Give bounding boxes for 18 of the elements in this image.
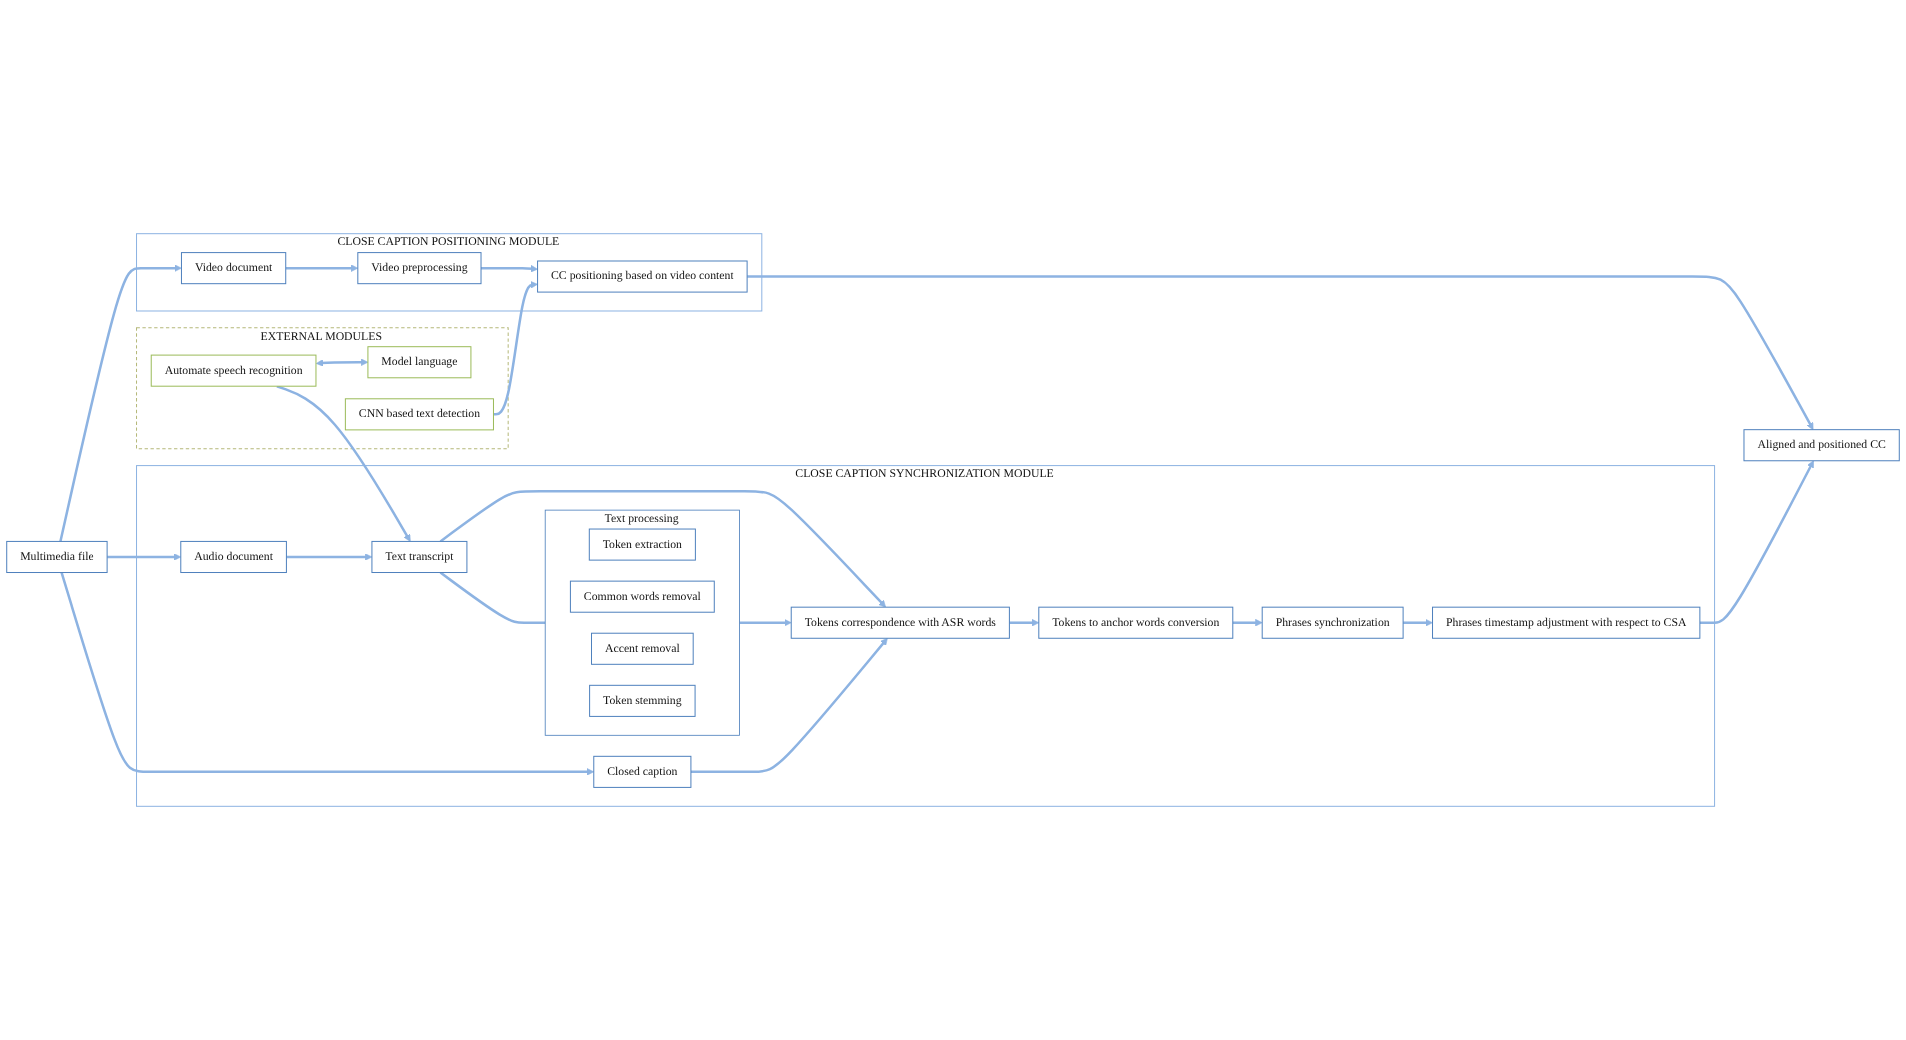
- arrow: [1009, 619, 1040, 627]
- arrow: [747, 275, 1814, 430]
- arrow: [1403, 619, 1433, 627]
- arrow: [1232, 619, 1263, 627]
- arrow: [481, 265, 538, 273]
- arrow: [276, 385, 411, 542]
- arrow: [285, 264, 359, 272]
- arrow: [439, 489, 886, 608]
- arrow: [286, 553, 373, 561]
- arrow: [60, 572, 595, 776]
- arrow: [690, 637, 888, 774]
- arrow: [315, 358, 369, 367]
- arrow: [59, 264, 182, 542]
- arrow: [1699, 460, 1814, 624]
- arrow: [739, 619, 792, 627]
- arrow: [493, 281, 538, 416]
- arrow: [107, 553, 182, 561]
- connector: [439, 571, 546, 624]
